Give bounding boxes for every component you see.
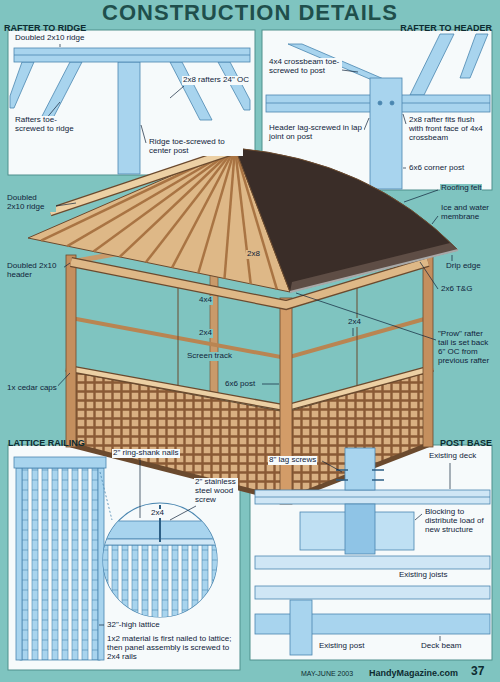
ridge-detail: [218, 62, 250, 110]
part-label: Deck beam: [420, 642, 462, 651]
part-label: Existing deck: [428, 452, 477, 461]
part-label: 2x8: [246, 250, 261, 259]
roof: [28, 148, 458, 292]
part-label: 32"-high lattice: [106, 621, 161, 630]
part-label: "Prow" rafter tail is set back 6" OC fro…: [437, 330, 495, 366]
gazebo-frame: [71, 318, 428, 358]
part-label: 2x4: [198, 329, 213, 338]
part-label: Drip edge: [445, 262, 482, 271]
part-label: Screen track: [186, 352, 233, 361]
lattice-detail: [16, 468, 22, 660]
rafter: [120, 148, 235, 257]
post-base-detail: [255, 448, 490, 655]
roof: [290, 243, 458, 292]
rafter: [94, 148, 236, 252]
part-label: 2x8 rafter fits flush with front face of…: [408, 116, 490, 143]
part-label: Doubled 2x10 ridge: [6, 194, 56, 212]
part-label: Doubled 2x10 ridge: [14, 34, 85, 43]
part-label: 8" lag screws: [268, 456, 317, 465]
part-label: 1x2 material is first nailed to lattice;…: [106, 635, 236, 662]
lattice-detail: [100, 505, 220, 625]
header-detail: [370, 78, 402, 189]
part-label: 2x4: [150, 509, 165, 518]
detail-panel: [8, 30, 255, 175]
ridge-detail: [118, 62, 140, 174]
post-base-detail: [290, 600, 312, 655]
part-label: 4x4 crossbeam toe-screwed to post: [268, 58, 342, 76]
post-base-detail: [345, 448, 375, 490]
rafter: [41, 148, 277, 289]
header-detail: [410, 34, 454, 95]
footer-text: HandyMagazine.com: [368, 668, 459, 678]
part-label: 6x6 corner post: [408, 164, 465, 173]
post-base-detail: [255, 586, 490, 599]
detail-panel: POST BASE: [250, 432, 492, 660]
ridge-detail: [14, 55, 250, 56]
post-base-detail: [345, 504, 375, 554]
ridge-detail: [10, 48, 250, 174]
lattice-detail: [100, 472, 112, 520]
part-label: 2x6 T&G: [440, 285, 473, 294]
gazebo-frame: [423, 256, 433, 447]
lattice-detail: [100, 545, 220, 625]
part-label: Doubled 2x10 header: [6, 262, 64, 280]
part-label: 2x4: [347, 318, 362, 327]
roof: [290, 250, 458, 292]
lattice-detail: [20, 468, 100, 660]
ridge-detail: [40, 62, 82, 120]
header-detail: [378, 101, 382, 105]
lattice-detail: [14, 457, 220, 660]
part-label: Existing joists: [398, 571, 448, 580]
post-base-detail: [255, 490, 490, 504]
part-label: Header lag-screwed in lap joint on post: [268, 124, 364, 142]
post-base-detail: [336, 470, 384, 480]
ridge-detail: [10, 62, 34, 108]
rafter: [41, 148, 235, 241]
leader-line: [40, 44, 452, 641]
lattice-detail: [14, 457, 106, 468]
part-label: 2" ring-shank nails: [112, 449, 180, 458]
part-label: Roofing felt: [440, 184, 482, 193]
detail-panel: [8, 30, 492, 670]
part-label: 6x6 post: [224, 380, 256, 389]
gazebo-frame: [66, 255, 76, 447]
part-label: 2x8 rafters 24" OC: [182, 76, 250, 85]
part-label: Ice and water membrane: [440, 204, 496, 222]
part-label: 4x4: [198, 296, 213, 305]
ridge-detail: [170, 62, 212, 120]
header-detail: [390, 101, 394, 105]
panel-heading: LATTICE RAILING: [8, 438, 85, 448]
part-label: Ridge toe-screwed to center post: [148, 138, 243, 156]
gazebo-frame: [66, 368, 433, 408]
part-label: Rafters toe-screwed to ridge: [14, 116, 76, 134]
panel-heading: RAFTER TO HEADER: [400, 23, 492, 33]
page-title: CONSTRUCTION DETAILS: [0, 0, 500, 26]
gazebo-frame: [66, 368, 433, 408]
gazebo-frame: [280, 298, 292, 504]
rafter: [225, 148, 236, 279]
roof: [50, 150, 235, 212]
part-label: 2" stainless steel wood screw: [194, 478, 238, 505]
part-label: Existing post: [318, 642, 365, 651]
detail-panel: [8, 445, 240, 670]
panel-heading: RAFTER TO RIDGE: [4, 23, 86, 33]
gazebo-frame: [178, 284, 179, 386]
part-label: Blocking to distribute load of new struc…: [424, 508, 488, 535]
footer-text: MAY-JUNE 2003: [300, 670, 354, 678]
part-label: 1x cedar caps: [6, 384, 58, 393]
post-base-detail: [255, 497, 490, 498]
header-detail: [460, 34, 488, 78]
panel-heading: POST BASE: [440, 438, 492, 448]
gazebo-frame: [357, 283, 358, 390]
roof: [50, 150, 235, 212]
footer-text: 37: [470, 665, 485, 678]
ridge-detail: [14, 48, 250, 62]
post-base-detail: [255, 556, 490, 569]
